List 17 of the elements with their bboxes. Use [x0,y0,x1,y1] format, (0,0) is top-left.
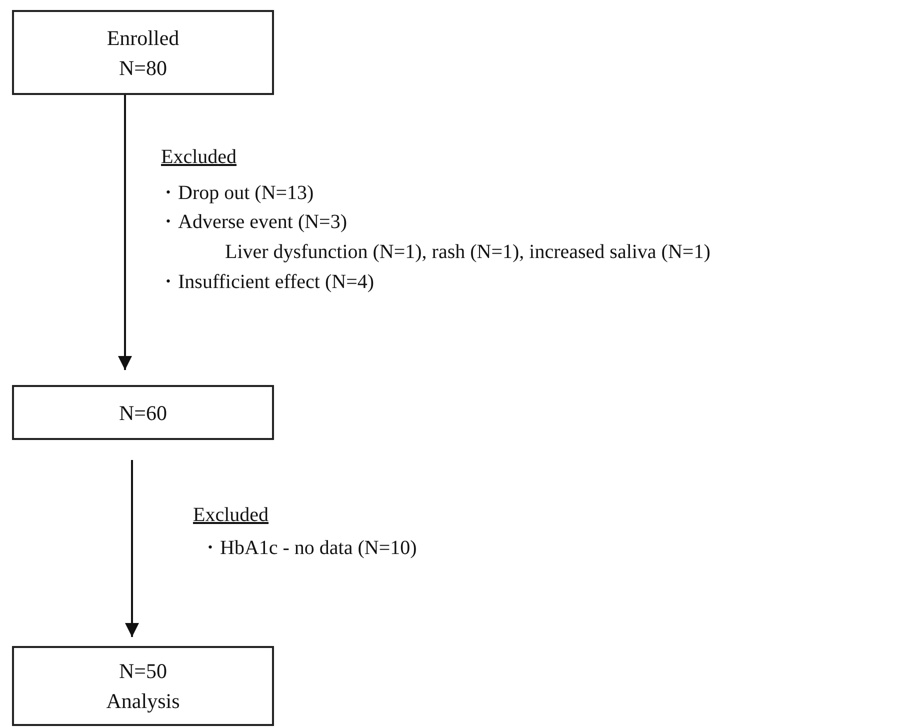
exclusion-note: ・HbA1c - no data (N=10) [200,536,417,560]
process-box [12,385,274,440]
exclusion-note: ・Adverse event (N=3) [158,210,347,234]
exclusion-note: Liver dysfunction (N=1), rash (N=1), increased saliva (N=1) [225,240,710,264]
box-text: N=60 [118,400,167,426]
box-text: Enrolled [106,24,180,52]
section-heading: Excluded [161,145,237,169]
exclusion-note: ・Insufficient effect (N=4) [158,270,374,294]
section-heading: Excluded [193,503,269,527]
process-box [12,646,274,726]
box-text: Analysis [106,688,180,715]
exclusion-note: ・Drop out (N=13) [158,181,314,205]
process-box [12,10,274,95]
arrow [118,95,132,370]
box-text: N=80 [118,54,167,82]
box-text: N=50 [118,658,167,685]
arrow [125,460,139,637]
